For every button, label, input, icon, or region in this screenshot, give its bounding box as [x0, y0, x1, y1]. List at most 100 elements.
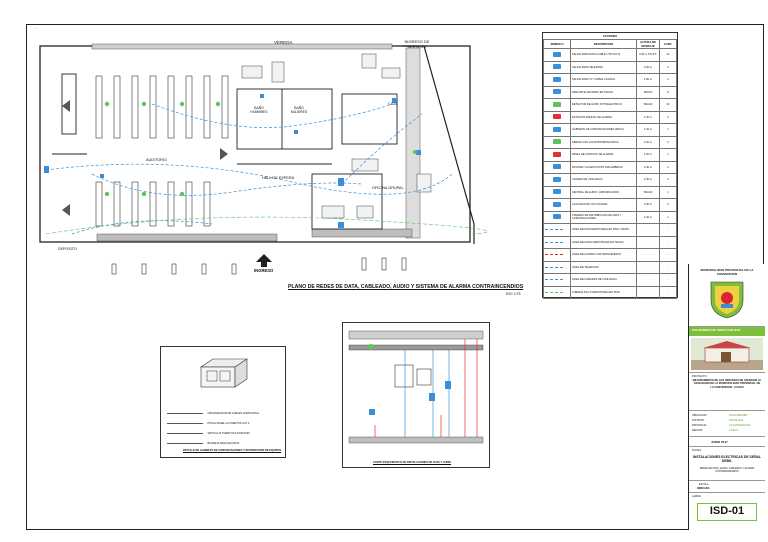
legend-symbol-icon	[553, 164, 561, 170]
legend-qty: 1	[659, 185, 677, 199]
legend-height: TECHO	[636, 185, 660, 199]
legend-table: LEYENDA SIMBOLO DESCRIPCION ALTURA DE MO…	[542, 32, 678, 299]
legend-symbol-icon	[545, 291, 563, 293]
rack-item: PATCH PANEL 24 PUERTOS CAT 6	[167, 411, 259, 425]
project-name: MEJORAMIENTO DE LOS SERVICIOS DE ATENCIO…	[692, 379, 762, 389]
legend-qty: 2	[659, 160, 677, 174]
legend-symbol	[543, 135, 571, 149]
legend-description: GABINETE DE COMUNICACIONES (RACK)	[570, 123, 637, 137]
legend-symbol-icon	[553, 214, 561, 220]
legend-symbol-icon	[553, 126, 561, 132]
legend-symbol-icon	[553, 51, 561, 57]
legend-description: LINEA DE TELEFONIA	[570, 260, 637, 274]
legend-description: ROUTER / ACCESS POINT INALAMBRICO	[570, 160, 637, 174]
legend-symbol-icon	[553, 176, 561, 182]
legend-symbol-icon	[545, 266, 563, 268]
legend-col-symbol: SIMBOLO	[543, 39, 571, 49]
date-row: JUNIO 2017	[689, 436, 765, 446]
legend-symbol-icon	[545, 229, 563, 231]
legend-symbol	[543, 260, 571, 274]
legend-height: TECHO	[636, 85, 660, 99]
plan-name: INSTALACIONES ELECTRICAS DE SEÑAL DEBIL	[692, 455, 762, 464]
legend-height: 1.80 m	[636, 73, 660, 87]
legend-symbol	[543, 173, 571, 187]
legend-title: LEYENDA	[602, 34, 618, 38]
legend-col-qty: CANT.	[659, 39, 677, 49]
office-band: SUB GERENCIA DE OBRAS PUBLICAS	[689, 326, 765, 336]
legend-description: LINEA DE DATA EMPOTRADA EN PISO / MURO	[570, 223, 637, 237]
legend-col-height: ALTURA DE MONTAJE	[636, 39, 660, 49]
legend-symbol	[543, 285, 571, 299]
legend-row: LINEA DE DATA EMPOTRADA EN PISO / MURO--	[543, 223, 677, 237]
legend-symbol-icon	[553, 189, 561, 195]
legend-symbol-icon	[553, 201, 561, 207]
legend-symbol	[543, 248, 571, 262]
legend-qty: 4	[659, 173, 677, 187]
legend-qty: -	[659, 235, 677, 249]
location-block: UBICACION: QUILLABAMBA DISTRITO: SANTA A…	[689, 410, 765, 436]
legend-height: 1.20 m	[636, 123, 660, 137]
legend-qty: 3	[659, 135, 677, 149]
legend-symbol-icon	[553, 114, 561, 120]
legend-qty: -	[659, 223, 677, 237]
legend-col-description: DESCRIPCION	[570, 39, 637, 49]
legend-height: 0.30 m	[636, 198, 660, 212]
legend-qty: 8	[659, 85, 677, 99]
legend-qty: 4	[659, 60, 677, 74]
legend-description: DETECTOR DE HUMO FOTOELECTRICO	[570, 98, 637, 112]
project-block: PROYECTO: MEJORAMIENTO DE LOS SERVICIOS …	[689, 372, 765, 410]
legend-description: CAJA DE PASO OCTOGONAL	[570, 198, 637, 212]
legend-qty: 2	[659, 110, 677, 124]
legend-qty: 1	[659, 123, 677, 137]
legend-row: LINEA DE CAMARAS DE VIGILANCIA--	[543, 273, 677, 287]
legend-description: CENTRAL DE AUDIO / AMPLIFICADOR	[570, 185, 637, 199]
legend-height: 1.40 m	[636, 110, 660, 124]
legend-symbol	[543, 273, 571, 287]
legend-description: CAMARA DE VIGILANCIA	[570, 173, 637, 187]
legend-qty: -	[659, 273, 677, 287]
legend-symbol-icon	[553, 76, 561, 82]
legend-description: TABLERO DE DISTRIBUCION DE DATA Y COMUNI…	[570, 210, 637, 224]
legend-description: LINEA DE ALARMA CONTRAINCENDIOS	[570, 248, 637, 262]
legend-height: -	[636, 273, 660, 287]
legend-qty: 6	[659, 198, 677, 212]
legend-symbol-icon	[545, 279, 563, 281]
legend-height: -	[636, 248, 660, 262]
rack-item: SWITCH 24 PUERTOS 10/100/1000	[167, 421, 259, 435]
legend-symbol	[543, 73, 571, 87]
legend-row: TABLERO DE DISTRIBUCION DE DATA Y COMUNI…	[543, 210, 677, 224]
legend-symbol	[543, 98, 571, 112]
legend-row: TUBERIA PVC-P EMPOTRADA EN PISO--	[543, 285, 677, 299]
legend-height: 0.30 m S.N.P.T.	[636, 48, 660, 62]
label-ingreso-servicio: INGRESO DE SERVICIO	[404, 39, 430, 49]
label-vereda: VEREDA	[274, 40, 293, 45]
scale-row: ESCALA INDICADA	[689, 480, 765, 492]
legend-grid: SIMBOLO DESCRIPCION ALTURA DE MONTAJE CA…	[543, 39, 677, 299]
legend-row: LINEA DE TELEFONIA--	[543, 260, 677, 274]
legend-description: TUBERIA PVC-P EMPOTRADA EN PISO	[570, 285, 637, 299]
title-block: MUNICIPALIDAD PROVINCIAL DE LA CONVENCIO…	[688, 264, 765, 530]
section-drawing	[348, 330, 484, 444]
label-hall: HALL DE ESPERA	[262, 176, 295, 180]
legend-symbol	[543, 148, 571, 162]
legend-row: SALIDA PARA DATA (CABLE UTP CAT 6)0.30 m…	[543, 48, 677, 62]
legend-symbol-icon	[553, 89, 561, 95]
rack-cabinet-drawing	[200, 358, 248, 388]
legend-qty: 1	[659, 148, 677, 162]
plan-subtitle: REDES DE DATA, AUDIO, CABLEADO Y ALARMA …	[699, 467, 755, 473]
legend-height: TECHO	[636, 98, 660, 112]
legend-symbol-icon	[545, 254, 563, 256]
legend-description: SALIDA PARA TELEFONO	[570, 60, 637, 74]
legend-height: 2.40 m	[636, 173, 660, 187]
legend-symbol-icon	[553, 64, 561, 70]
legend-height: 1.50 m	[636, 148, 660, 162]
